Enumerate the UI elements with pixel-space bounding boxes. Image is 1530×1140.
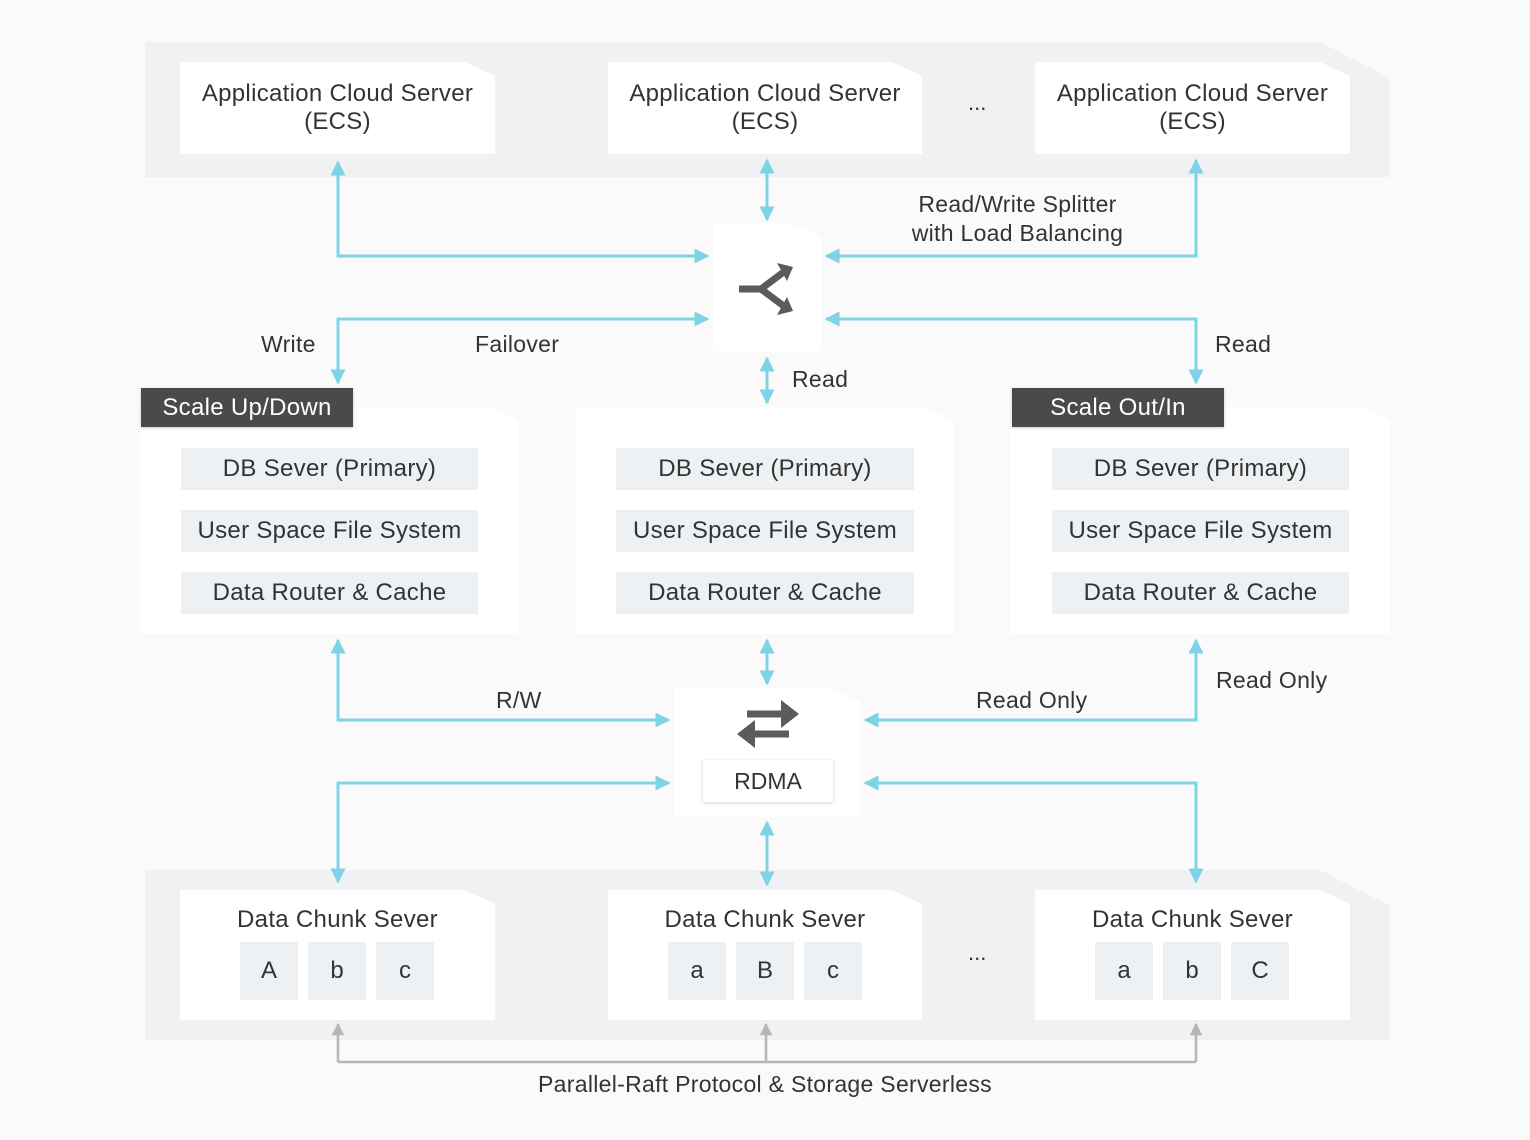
app-server-title: Application Cloud Server bbox=[201, 80, 474, 107]
chunk-server-ellipsis: ... bbox=[968, 940, 987, 965]
db-layer-primary: DB Sever (Primary) bbox=[181, 448, 478, 490]
db-layer-filesystem: User Space File System bbox=[181, 510, 478, 552]
rdma-chunk3-arrow bbox=[863, 775, 1204, 884]
write-label: Write bbox=[261, 331, 316, 357]
db-layer-filesystem: User Space File System bbox=[1052, 510, 1349, 552]
split-arrows-icon bbox=[733, 259, 803, 319]
rdma-chunk1-arrow bbox=[330, 775, 671, 884]
app-server-subtitle: (ECS) bbox=[1159, 108, 1226, 135]
failover-label: Failover bbox=[475, 331, 560, 357]
app-server-card-2: Application Cloud Server(ECS) bbox=[608, 62, 922, 154]
db-layer-router: Data Router & Cache bbox=[181, 572, 478, 614]
splitter-label-line2: with Load Balancing bbox=[911, 220, 1124, 246]
db-layer-router: Data Router & Cache bbox=[616, 572, 914, 614]
chunk-cell: c bbox=[376, 942, 434, 1000]
chunk-server-card-3: Data Chunk Sever a b C bbox=[1035, 890, 1350, 1020]
scale-up-tag: Scale Up/Down bbox=[141, 388, 353, 427]
chunk-server-card-1: Data Chunk Sever A b c bbox=[180, 890, 495, 1020]
read-only-right-label: Read Only bbox=[1216, 667, 1328, 693]
rw-label: R/W bbox=[496, 687, 542, 713]
swap-arrows-icon bbox=[733, 696, 803, 752]
chunk-server-title: Data Chunk Sever bbox=[1092, 906, 1293, 933]
read-right-label: Read bbox=[1215, 331, 1272, 357]
app-server-subtitle: (ECS) bbox=[731, 108, 799, 135]
db-layer-primary: DB Sever (Primary) bbox=[616, 448, 914, 490]
chunk-cell: a bbox=[1095, 942, 1153, 1000]
app-server-card-1: Application Cloud Server(ECS) bbox=[180, 62, 495, 154]
rdma-label: RDMA bbox=[703, 760, 833, 802]
app-server-card-3: Application Cloud Server(ECS) bbox=[1035, 62, 1350, 154]
rdma-card: RDMA bbox=[675, 688, 860, 817]
db-server-card-3: DB Sever (Primary) User Space File Syste… bbox=[1011, 407, 1390, 634]
chunk-cell: b bbox=[1163, 942, 1221, 1000]
chunk-server-title: Data Chunk Sever bbox=[237, 906, 438, 933]
read-center-label: Read bbox=[792, 366, 849, 392]
db-layer-router: Data Router & Cache bbox=[1052, 572, 1349, 614]
chunk-cell: c bbox=[804, 942, 862, 1000]
chunk-cell: b bbox=[308, 942, 366, 1000]
splitter-card bbox=[713, 223, 821, 351]
read-right-arrow bbox=[824, 311, 1204, 385]
scale-out-tag: Scale Out/In bbox=[1012, 388, 1224, 427]
app-server-ellipsis: ... bbox=[968, 90, 987, 115]
raft-protocol-label: Parallel-Raft Protocol & Storage Serverl… bbox=[538, 1071, 992, 1097]
chunk-cell: B bbox=[736, 942, 794, 1000]
chunk-server-card-2: Data Chunk Sever a B c bbox=[608, 890, 922, 1020]
splitter-label: Read/Write Splitter with Load Balancing bbox=[880, 190, 1155, 248]
db-layer-filesystem: User Space File System bbox=[616, 510, 914, 552]
app-server-subtitle: (ECS) bbox=[304, 108, 371, 135]
db-server-card-2: DB Sever (Primary) User Space File Syste… bbox=[576, 407, 954, 634]
chunk-cell: A bbox=[240, 942, 298, 1000]
splitter-label-line1: Read/Write Splitter bbox=[918, 191, 1117, 217]
chunk-server-title: Data Chunk Sever bbox=[664, 906, 866, 933]
app-server-title: Application Cloud Server bbox=[1056, 80, 1329, 107]
chunk-cell: C bbox=[1231, 942, 1289, 1000]
read-only-center-label: Read Only bbox=[976, 687, 1088, 713]
db-server-card-1: DB Sever (Primary) User Space File Syste… bbox=[140, 407, 519, 634]
app-server-title: Application Cloud Server bbox=[629, 80, 901, 107]
chunk-cell: a bbox=[668, 942, 726, 1000]
db-layer-primary: DB Sever (Primary) bbox=[1052, 448, 1349, 490]
